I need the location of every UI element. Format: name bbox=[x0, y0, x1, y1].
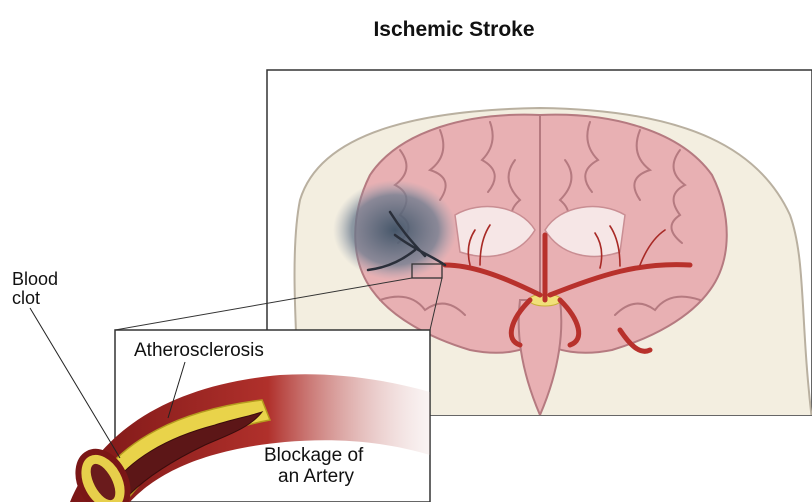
blockage-label-line2: an Artery bbox=[264, 466, 363, 487]
atherosclerosis-label: Atherosclerosis bbox=[134, 341, 264, 360]
blood-clot-label: Blood clot bbox=[12, 270, 58, 308]
ischemic-region bbox=[333, 180, 457, 280]
blood-clot-pointer bbox=[30, 308, 120, 458]
blockage-label: Blockage of an Artery bbox=[264, 445, 363, 487]
blood-clot-label-line2: clot bbox=[12, 289, 58, 308]
blockage-label-line1: Blockage of bbox=[264, 445, 363, 466]
blood-clot-label-line1: Blood bbox=[12, 270, 58, 289]
